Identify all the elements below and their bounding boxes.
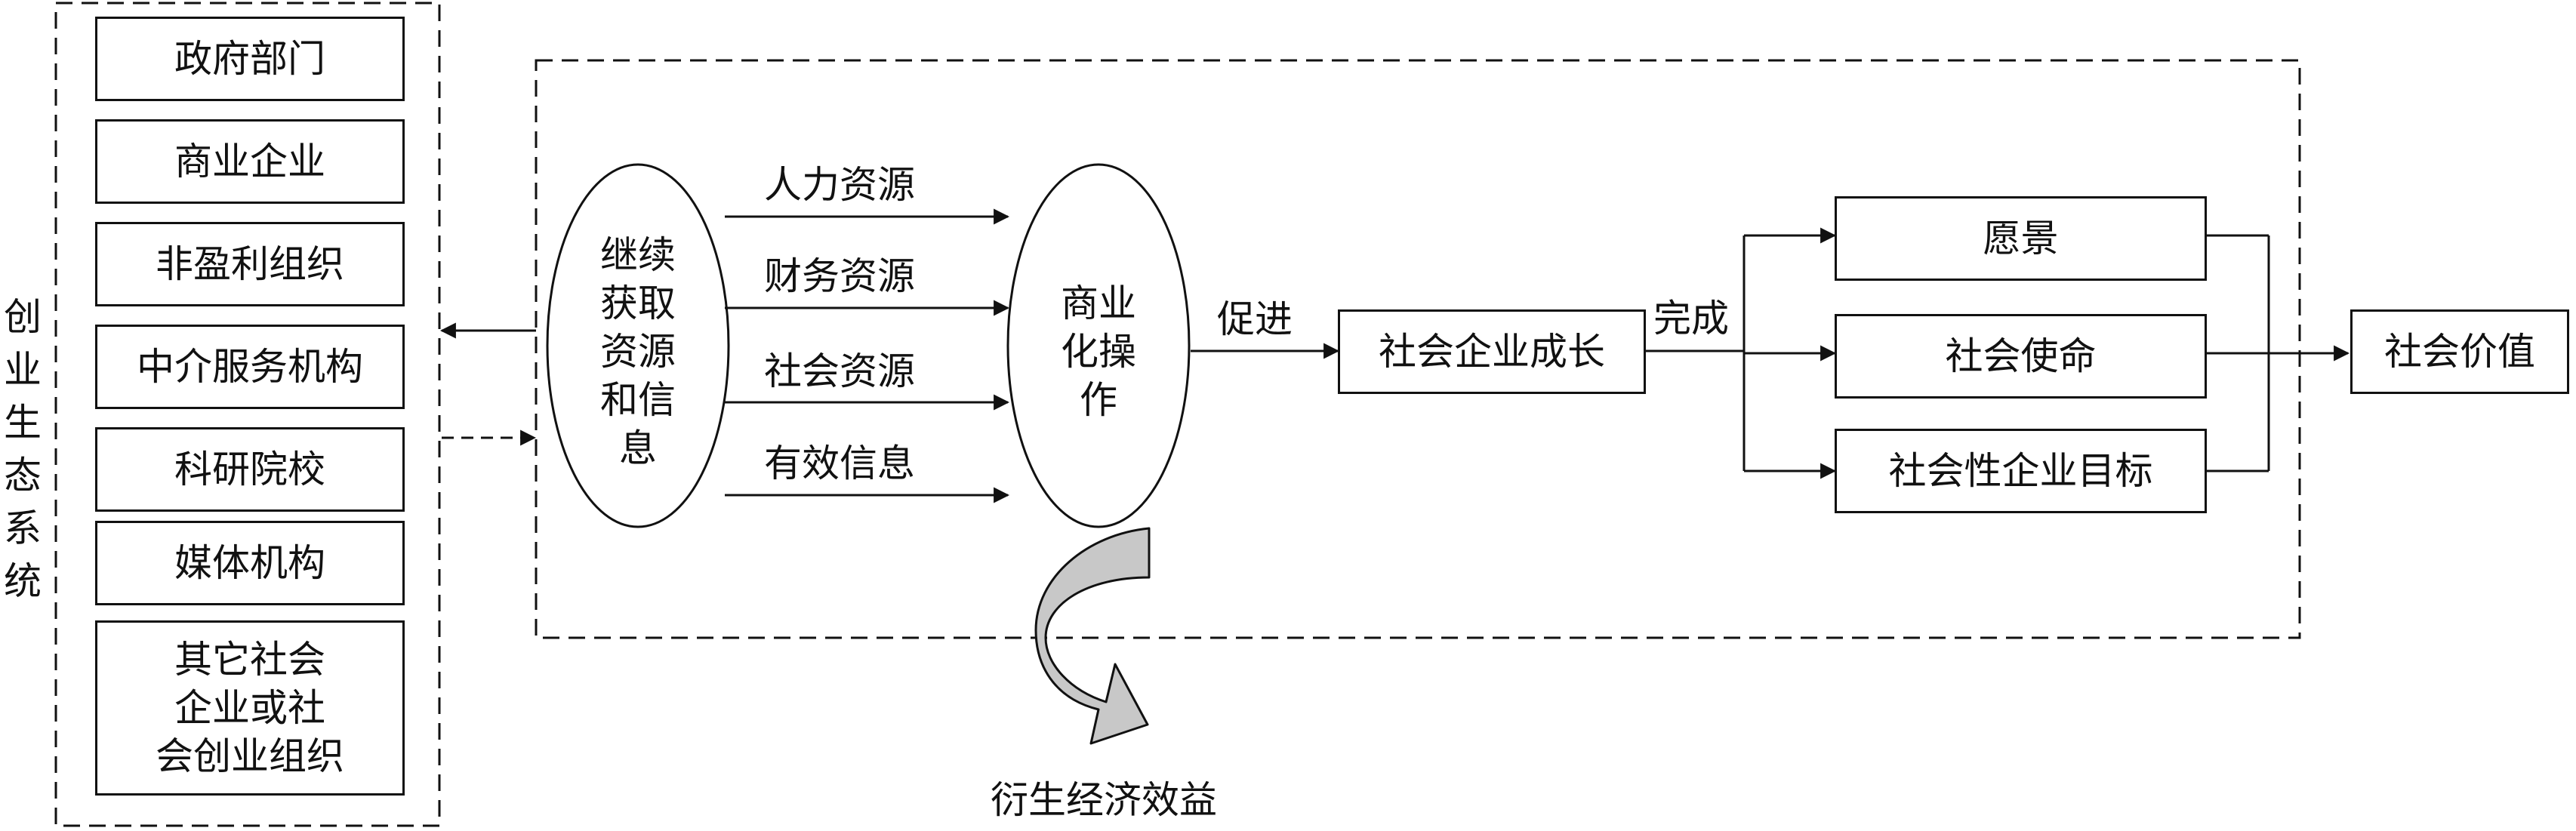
complete-label: 完成 <box>1653 297 1729 340</box>
ecosystem-frame <box>54 2 441 827</box>
outcome-goal: 社会性企业目标 <box>1835 429 2207 513</box>
commercial-oval-text: 商业 化操 作 <box>1061 282 1136 422</box>
ecosystem-label: 创业生态系统 <box>4 295 42 603</box>
process-frame <box>535 59 2301 639</box>
ecosystem-member-business: 商业企业 <box>95 119 405 204</box>
ecosystem-member-other: 其它社会 企业或社 会创业组织 <box>95 620 405 796</box>
resource-label-human: 人力资源 <box>764 163 915 207</box>
resource-label-social: 社会资源 <box>764 349 915 393</box>
resource-label-information: 有效信息 <box>764 442 915 485</box>
acquire-oval-text: 继续 获取 资源 和信 息 <box>600 233 676 470</box>
byproduct-curved-arrow <box>1034 527 1151 745</box>
outcome-mission: 社会使命 <box>1835 314 2207 399</box>
promote-label: 促进 <box>1217 297 1293 341</box>
resource-label-financial: 财务资源 <box>764 254 915 298</box>
ecosystem-member-research: 科研院校 <box>95 427 405 512</box>
byproduct-label: 衍生经济效益 <box>991 778 1217 822</box>
ecosystem-member-intermediary: 中介服务机构 <box>95 325 405 409</box>
social-value-box: 社会价值 <box>2350 309 2569 394</box>
ecosystem-member-nonprofit: 非盈利组织 <box>95 222 405 306</box>
growth-box: 社会企业成长 <box>1338 309 1646 394</box>
ecosystem-member-media: 媒体机构 <box>95 521 405 605</box>
ecosystem-member-government: 政府部门 <box>95 17 405 101</box>
acquire-oval <box>546 163 730 528</box>
outcome-vision: 愿景 <box>1835 196 2207 281</box>
commercial-oval <box>1006 163 1191 528</box>
